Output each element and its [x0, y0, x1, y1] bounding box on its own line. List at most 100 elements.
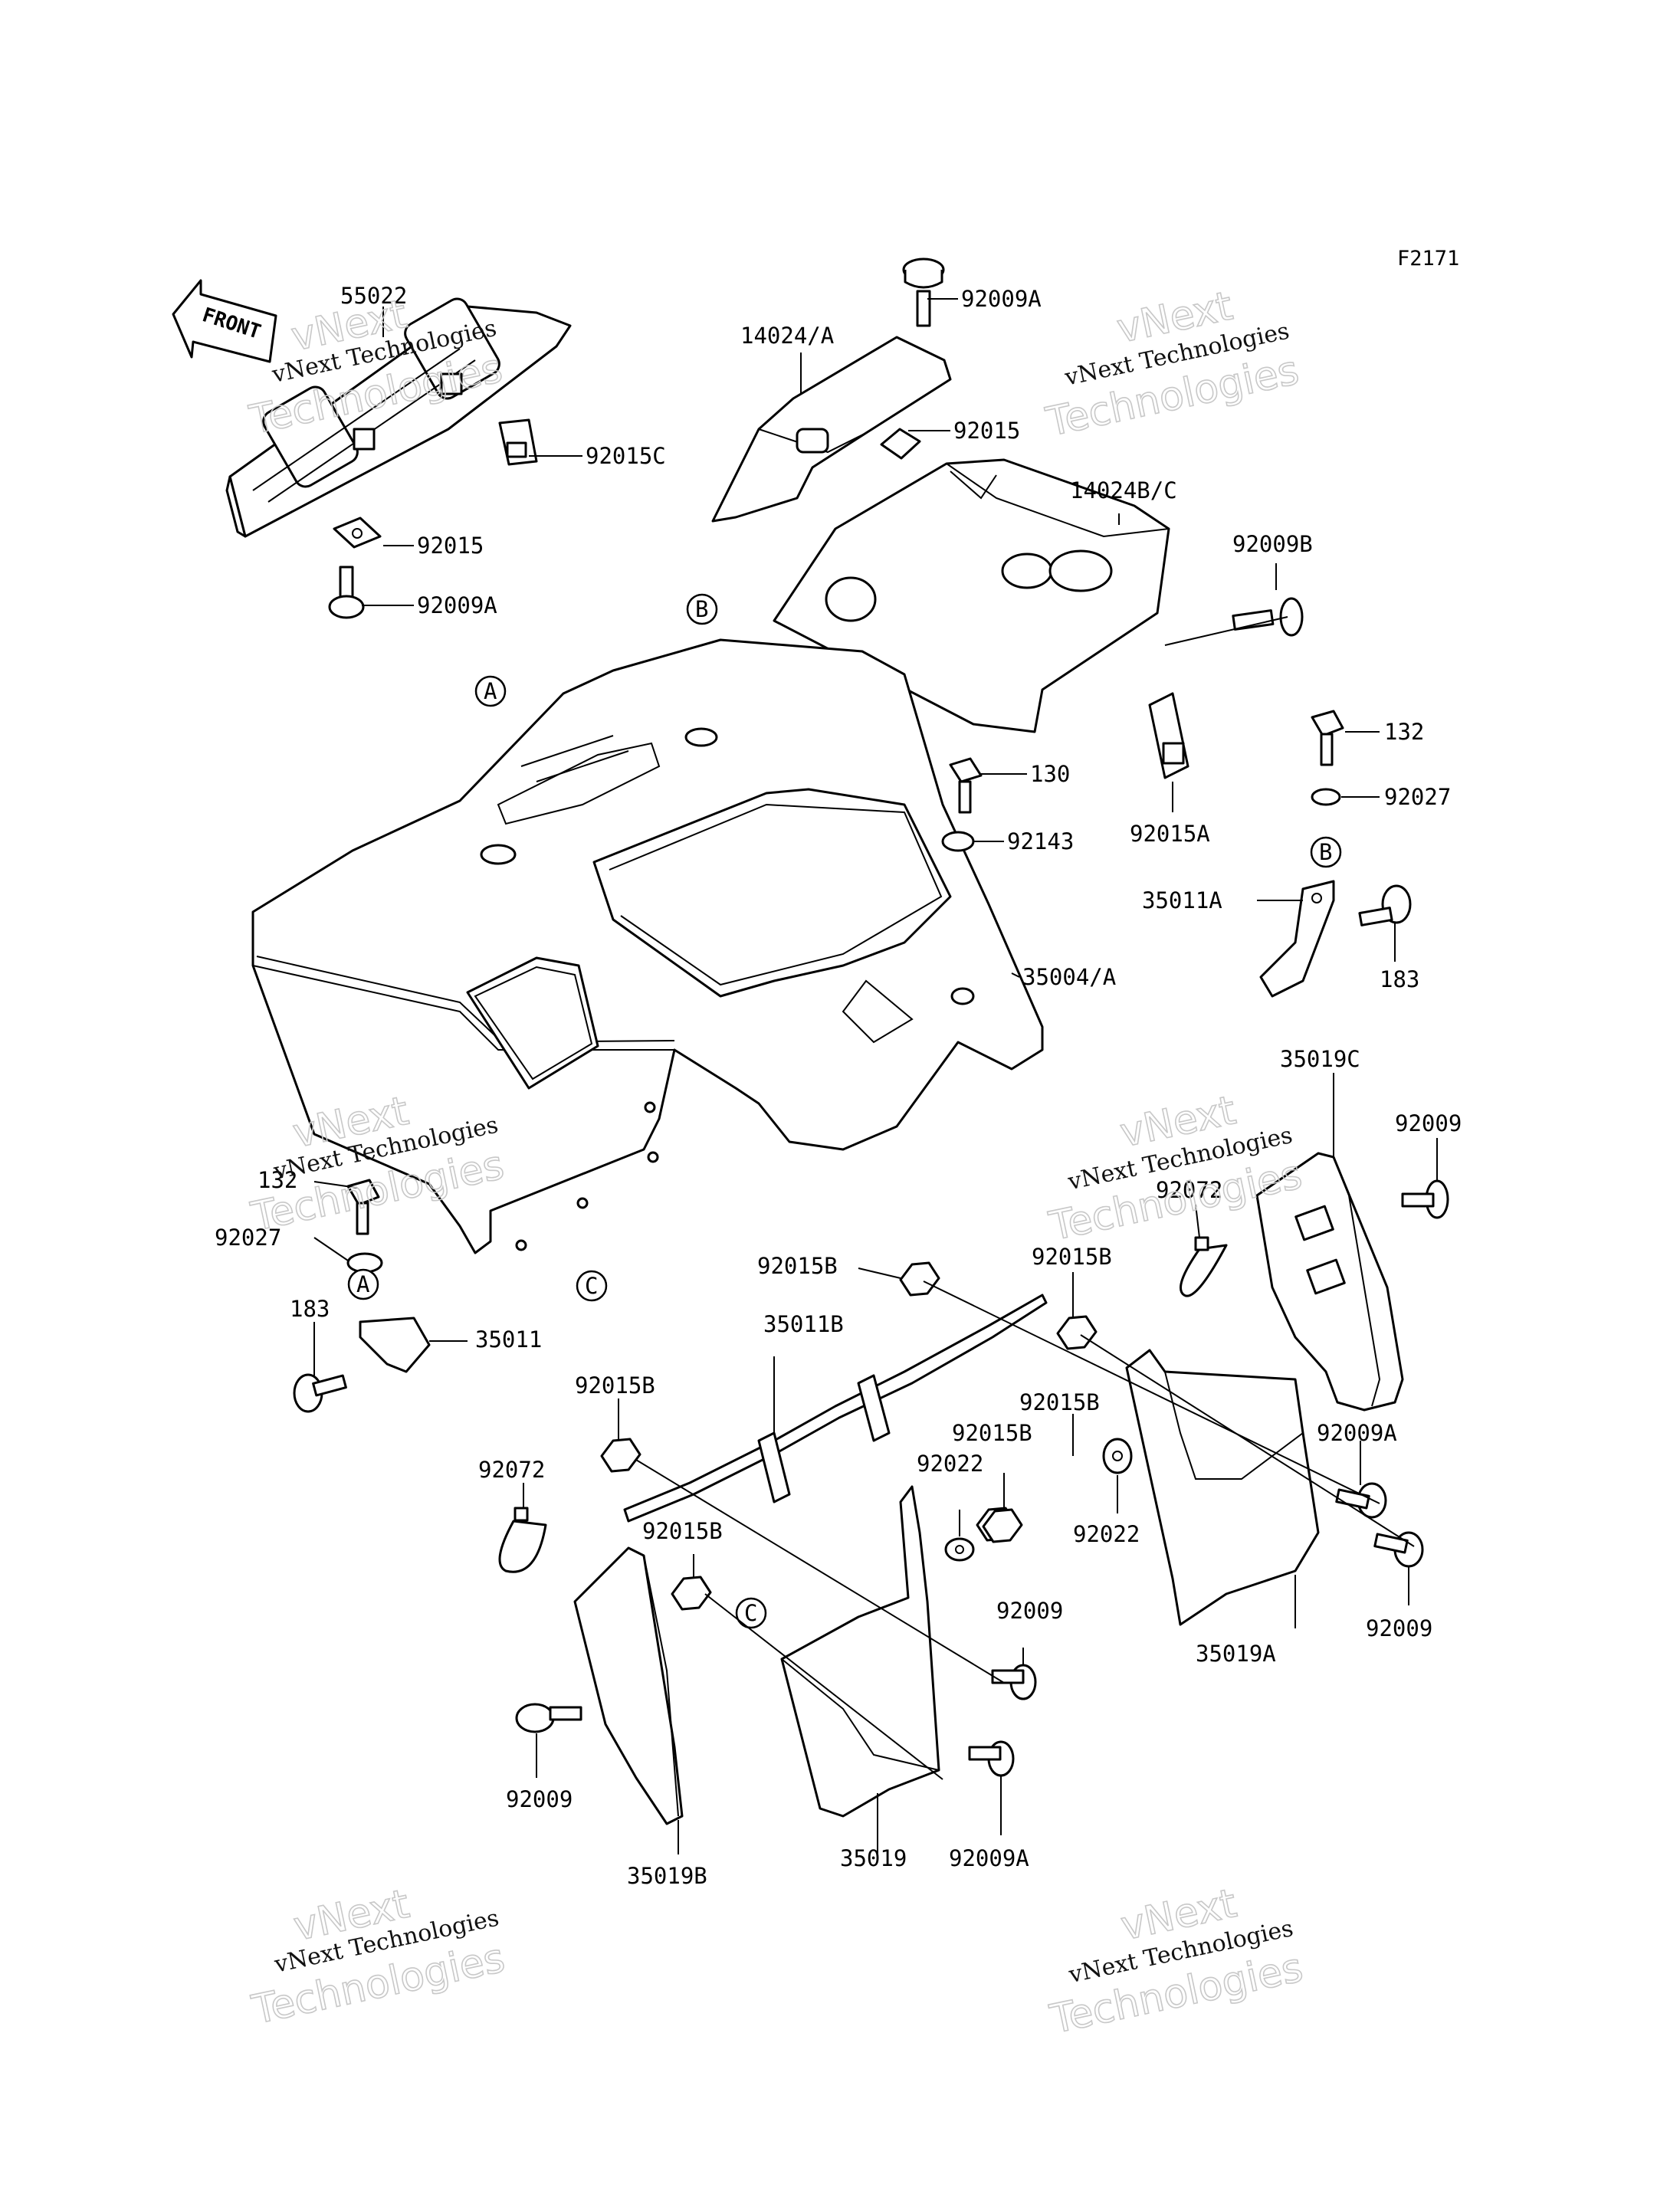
- part-92143-grommet: [941, 831, 975, 852]
- leader-lines: [313, 298, 1438, 1858]
- label-92015B-3: 92015B: [575, 1372, 655, 1399]
- part-92022-washer-2: [1102, 1438, 1133, 1474]
- watermark-bottom-right: vNext vNext Technologies Technologies: [1045, 1880, 1308, 2044]
- watermark-top-right: vNext vNext Technologies Technologies: [1042, 283, 1304, 447]
- label-92015A: 92015A: [1130, 821, 1210, 847]
- part-92015B-nut-6: [671, 1576, 712, 1611]
- part-92009-right-bolt-2: [1373, 1531, 1424, 1568]
- svg-text:A: A: [356, 1271, 369, 1297]
- label-92009B: 92009B: [1232, 531, 1313, 557]
- label-92015B-5: 92015B: [952, 1420, 1032, 1446]
- part-92072-right-band: [1180, 1236, 1228, 1297]
- part-35019A-mudflap: [1125, 1349, 1320, 1626]
- label-92015B-2: 92015B: [1032, 1244, 1112, 1270]
- part-35011A-bracket: [1259, 880, 1335, 998]
- part-132-right-bolt: [1311, 710, 1344, 766]
- part-183-right-bolt: [1358, 884, 1412, 926]
- callout-C-upper: C: [576, 1270, 608, 1302]
- label-92009A-top: 92009A: [961, 286, 1042, 312]
- label-35019A: 35019A: [1196, 1641, 1276, 1667]
- label-92015B-1: 92015B: [757, 1253, 838, 1279]
- label-92009-r1: 92009: [1395, 1110, 1462, 1136]
- label-92027-left: 92027: [215, 1225, 281, 1251]
- part-92027-right-washer: [1311, 788, 1341, 806]
- label-132-left: 132: [258, 1167, 297, 1193]
- label-35011B: 35011B: [763, 1311, 844, 1337]
- label-92022-1: 92022: [917, 1451, 983, 1477]
- svg-text:B: B: [695, 596, 708, 622]
- label-132-right: 132: [1384, 719, 1424, 745]
- part-92022-washer-1: [944, 1537, 975, 1562]
- label-92015C: 92015C: [586, 443, 666, 469]
- part-92009B-bolt: [1232, 597, 1304, 637]
- label-35011: 35011: [475, 1326, 542, 1353]
- part-130-bolt: [949, 757, 983, 814]
- label-92009-r2: 92009: [1366, 1615, 1432, 1641]
- part-92072-left-band: [498, 1507, 547, 1573]
- part-92015-left-nut: [333, 516, 382, 549]
- part-14024A-cover: [711, 336, 952, 523]
- part-92015B-nut-2: [1056, 1315, 1098, 1350]
- label-35019: 35019: [840, 1845, 907, 1871]
- part-55022-bumper: [225, 297, 572, 538]
- label-130: 130: [1030, 761, 1070, 787]
- part-92015C-clip: [498, 418, 538, 466]
- label-92009-bl: 92009: [506, 1786, 573, 1812]
- callout-A-lower: A: [347, 1268, 379, 1300]
- callout-B-right: B: [1310, 836, 1342, 868]
- part-92009A-left-bolt: [328, 566, 365, 619]
- label-92009A-r: 92009A: [1317, 1420, 1397, 1446]
- part-35011-bracket: [359, 1317, 431, 1373]
- svg-text:B: B: [1319, 839, 1332, 865]
- watermark-bottom-left: vNext vNext Technologies Technologies: [248, 1881, 510, 2035]
- figure-code: F2171: [1397, 247, 1459, 271]
- part-35019-mudflap: [780, 1485, 940, 1818]
- part-92015B-nut-5: [982, 1508, 1023, 1543]
- label-55022: 55022: [340, 283, 407, 309]
- part-35019C-mudflap: [1255, 1152, 1404, 1412]
- part-92009-right-bolt-1: [1401, 1179, 1449, 1219]
- label-35004A: 35004/A: [1022, 964, 1116, 990]
- svg-text:C: C: [744, 1600, 757, 1626]
- callout-B-upper: B: [686, 593, 718, 625]
- label-92015B-4: 92015B: [1019, 1389, 1100, 1415]
- label-14024A: 14024/A: [740, 323, 834, 349]
- label-14024BC: 14024B/C: [1070, 477, 1177, 503]
- label-183-right: 183: [1380, 966, 1419, 992]
- label-92015-left: 92015: [417, 533, 484, 559]
- part-92009-bottom-left-bolt: [515, 1703, 582, 1733]
- label-92143: 92143: [1007, 828, 1074, 854]
- part-35011B-stay: [623, 1294, 1048, 1523]
- callout-A-upper: A: [474, 675, 507, 707]
- label-92015-top: 92015: [953, 418, 1020, 444]
- part-92009A-bottom-bolt: [968, 1740, 1015, 1777]
- svg-text:C: C: [585, 1273, 598, 1299]
- label-92009-mid: 92009: [996, 1598, 1063, 1624]
- label-183-left: 183: [290, 1296, 330, 1322]
- part-132-left-bolt: [346, 1179, 380, 1235]
- svg-text:A: A: [484, 678, 497, 704]
- label-92072-left: 92072: [478, 1457, 545, 1483]
- label-92022-2: 92022: [1073, 1521, 1140, 1547]
- part-92009-mid-bolt: [991, 1664, 1037, 1700]
- part-92015B-nut-1: [899, 1261, 940, 1297]
- label-92072-right: 92072: [1156, 1177, 1222, 1203]
- label-35019C: 35019C: [1280, 1046, 1360, 1072]
- part-35004A-rear-fender: [251, 638, 1044, 1254]
- part-92015-top-nut: [880, 428, 921, 460]
- part-92015B-nut-3: [600, 1438, 641, 1473]
- label-92009A-bot: 92009A: [949, 1845, 1029, 1871]
- part-labels: 55022 92015C 92015 92009A 92009A 14024/A…: [215, 283, 1462, 1889]
- label-92027-right: 92027: [1384, 784, 1451, 810]
- watermark-top-left: vNext vNext Technologies Technologies: [245, 290, 507, 444]
- label-35019B: 35019B: [627, 1863, 707, 1889]
- front-arrow-icon: FRONT: [172, 279, 277, 363]
- label-35011A: 35011A: [1142, 887, 1222, 913]
- part-35019B-mudflap: [573, 1546, 684, 1825]
- label-92009A-left: 92009A: [417, 592, 497, 618]
- label-92015B-6: 92015B: [642, 1518, 723, 1544]
- part-183-left-bolt: [293, 1373, 347, 1413]
- part-92015A-clip: [1148, 692, 1189, 779]
- callout-C-lower: C: [735, 1597, 767, 1629]
